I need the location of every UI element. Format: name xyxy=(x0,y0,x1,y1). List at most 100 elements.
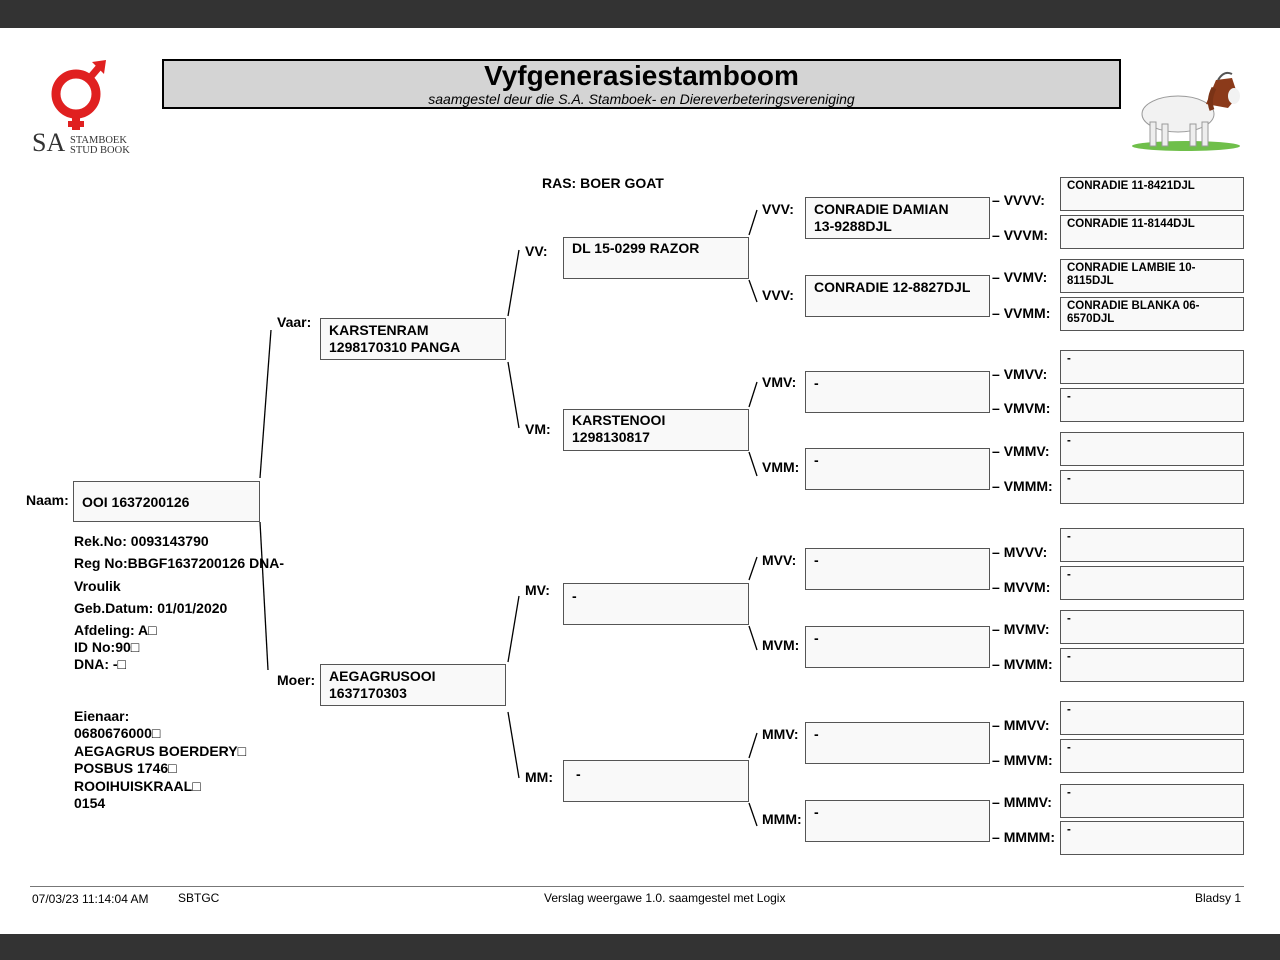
moer-line-1: AEGAGRUSOOI xyxy=(329,668,436,684)
vaar-line-2: 1298170310 PANGA xyxy=(329,339,461,355)
logo-sa-text: SA xyxy=(32,128,66,157)
vvvv-label-text: VVVV: xyxy=(1003,192,1045,208)
stud-book-logo-symbol-icon xyxy=(51,60,106,130)
footer-datetime: 07/03/23 11:14:04 AM xyxy=(32,892,149,906)
animal-sex: Vroulik xyxy=(74,578,121,594)
mvvv-text: - xyxy=(1067,531,1071,543)
logo-stamboek-text: STAMBOEK xyxy=(70,135,127,146)
vvv-line-1: CONRADIE DAMIAN xyxy=(814,201,949,217)
vmmv-label: – VMMV: xyxy=(992,443,1050,459)
mvmm-label-text: MVMM: xyxy=(1003,656,1053,672)
mmmm-text: - xyxy=(1067,824,1071,836)
vvv-box: CONRADIE DAMIAN 13-9288DJL xyxy=(805,197,990,239)
mmvm-label: – MMVM: xyxy=(992,752,1053,768)
mvmv-text: - xyxy=(1067,613,1071,625)
mvvm-box: - xyxy=(1060,566,1244,600)
animal-id-no: ID No:90□ xyxy=(74,639,140,655)
mmm-label: MMM: xyxy=(762,811,802,827)
vv-label: VV: xyxy=(525,243,548,259)
owner-line-4: ROOIHUISKRAAL□ xyxy=(74,778,201,794)
vm-box: KARSTENOOI 1298130817 xyxy=(563,409,749,451)
vmvm-box: - xyxy=(1060,388,1244,422)
vvmv-label: – VVMV: xyxy=(992,269,1048,285)
vm-line-1: KARSTENOOI xyxy=(572,412,666,428)
animal-birth-date: Geb.Datum: 01/01/2020 xyxy=(74,600,228,616)
vvm-label: VVV: xyxy=(762,287,794,303)
vvvm-text: CONRADIE 11-8144DJL xyxy=(1067,218,1195,230)
mvvv-label-text: MVVV: xyxy=(1003,544,1048,560)
mmvm-text: - xyxy=(1067,742,1071,754)
vvv-label: VVV: xyxy=(762,201,794,217)
stud-book-logo: SA STAMBOEK STUD BOOK xyxy=(30,56,134,157)
animal-rek-no: Rek.No: 0093143790 xyxy=(74,533,209,549)
animal-afdeling: Afdeling: A□ xyxy=(74,622,157,638)
mmvv-text: - xyxy=(1067,704,1071,716)
animal-name-box: OOI 1637200126 xyxy=(73,481,260,522)
mvvm-text: - xyxy=(1067,569,1071,581)
vmvv-label-text: VMVV: xyxy=(1003,366,1048,382)
mmmm-label: – MMMM: xyxy=(992,829,1055,845)
vmv-box: - xyxy=(805,371,990,413)
mv-label: MV: xyxy=(525,582,550,598)
name-label: Naam: xyxy=(26,492,69,508)
mvmv-label: – MVMV: xyxy=(992,621,1050,637)
mvmv-box: - xyxy=(1060,610,1244,644)
mmvm-label-text: MMVM: xyxy=(1003,752,1053,768)
vvvm-label-text: VVVM: xyxy=(1003,227,1049,243)
mvm-label: MVM: xyxy=(762,637,800,653)
viewer-bottom-bar xyxy=(0,934,1280,960)
mvmm-box: - xyxy=(1060,648,1244,682)
mvvm-label-text: MVVM: xyxy=(1003,579,1051,595)
title-box: Vyfgenerasiestamboom saamgestel deur die… xyxy=(162,59,1121,109)
mmvv-box: - xyxy=(1060,701,1244,735)
vvvm-label: – VVVM: xyxy=(992,227,1049,243)
mvmm-label: – MVMM: xyxy=(992,656,1053,672)
owner-line-2: AEGAGRUS BOERDERY□ xyxy=(74,743,247,759)
owner-label: Eienaar: xyxy=(74,708,130,724)
owner-line-3: POSBUS 1746□ xyxy=(74,760,177,776)
footer-divider xyxy=(30,886,1244,887)
mmvv-label: – MMVV: xyxy=(992,717,1050,733)
moer-line-2: 1637170303 xyxy=(329,685,407,701)
vvmv-text: CONRADIE LAMBIE 10-8115DJL xyxy=(1067,262,1196,287)
mvv-line-1: - xyxy=(814,552,819,568)
mmmv-label: – MMMV: xyxy=(992,794,1052,810)
vmmv-text: - xyxy=(1067,435,1071,447)
breed-label: RAS: BOER GOAT xyxy=(542,175,664,191)
footer-report: Verslag weergawe 1.0. saamgestel met Log… xyxy=(544,891,786,905)
owner-line-5: 0154 xyxy=(74,795,106,811)
footer-code: SBTGC xyxy=(178,891,220,905)
vvvv-text: CONRADIE 11-8421DJL xyxy=(1067,180,1195,192)
mvv-label: MVV: xyxy=(762,552,797,568)
vvvv-box: CONRADIE 11-8421DJL xyxy=(1060,177,1244,211)
mv-box: - xyxy=(563,583,749,625)
vmm-box: - xyxy=(805,448,990,490)
moer-box: AEGAGRUSOOI 1637170303 xyxy=(320,664,506,706)
vvvm-box: CONRADIE 11-8144DJL xyxy=(1060,215,1244,249)
vmmm-label-text: VMMM: xyxy=(1003,478,1053,494)
mvvv-box: - xyxy=(1060,528,1244,562)
vv-box: DL 15-0299 RAZOR xyxy=(563,237,749,279)
mmm-box: - xyxy=(805,800,990,842)
vv-line-1: DL 15-0299 RAZOR xyxy=(572,240,700,256)
mm-label: MM: xyxy=(525,769,553,785)
mmv-box: - xyxy=(805,722,990,764)
vmmv-label-text: VMMV: xyxy=(1003,443,1050,459)
vmmm-label: – VMMM: xyxy=(992,478,1053,494)
vvmm-label-text: VVMM: xyxy=(1003,305,1051,321)
vvmv-label-text: VVMV: xyxy=(1003,269,1048,285)
vmvv-text: - xyxy=(1067,353,1071,365)
vvmv-box: CONRADIE LAMBIE 10-8115DJL xyxy=(1060,259,1244,293)
mmv-line-1: - xyxy=(814,726,819,742)
logo-studbook-text: STUD BOOK xyxy=(70,145,130,156)
vaar-line-1: KARSTENRAM xyxy=(329,322,429,338)
footer-page: Bladsy 1 xyxy=(1195,891,1242,905)
animal-name: OOI 1637200126 xyxy=(82,494,190,510)
mvmm-text: - xyxy=(1067,651,1071,663)
vmvm-label-text: VMVM: xyxy=(1003,400,1051,416)
vvm-line-1: CONRADIE 12-8827DJL xyxy=(814,279,971,295)
vmmm-text: - xyxy=(1067,473,1071,485)
vvmm-label: – VVMM: xyxy=(992,305,1051,321)
vmm-label: VMM: xyxy=(762,459,800,475)
